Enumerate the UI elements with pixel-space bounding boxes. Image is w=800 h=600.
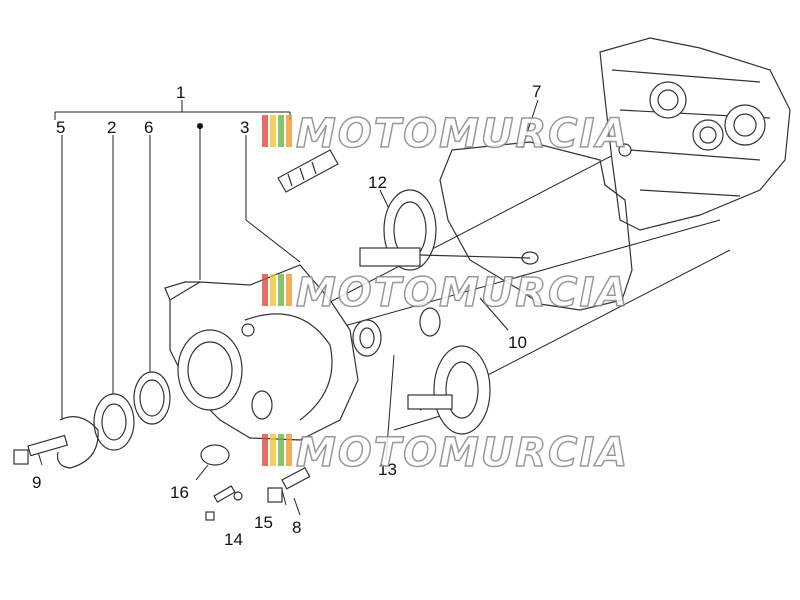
watermark-text: MOTOMURCIA xyxy=(296,111,629,157)
watermark-stripe xyxy=(270,274,276,306)
small-shaft xyxy=(277,149,339,193)
gear-12 xyxy=(359,189,539,271)
watermark-stripe xyxy=(262,434,268,466)
cap-16 xyxy=(200,444,230,466)
gear-13 xyxy=(407,345,491,435)
watermark-stripe xyxy=(262,274,268,306)
bolt-9 xyxy=(13,434,69,465)
bolt-14 xyxy=(205,485,236,521)
watermark-stripe xyxy=(270,434,276,466)
watermark-stripe xyxy=(278,434,284,466)
label-12: 12 xyxy=(368,173,387,192)
label-1: 1 xyxy=(176,83,185,102)
gasket xyxy=(439,141,633,311)
watermark-logo: MOTOMURCIA xyxy=(262,110,629,158)
watermark-stripe xyxy=(286,434,292,466)
bolt-8 xyxy=(267,466,311,503)
watermark-stripe xyxy=(270,115,276,147)
seal-rings xyxy=(56,371,171,469)
washer-15 xyxy=(233,491,243,501)
label-7: 7 xyxy=(532,82,541,101)
label-13: 13 xyxy=(378,460,397,479)
bearing-center xyxy=(352,307,441,357)
gearbox-cover xyxy=(599,37,791,231)
watermark-stripe xyxy=(262,115,268,147)
label-14: 14 xyxy=(224,530,243,549)
label-15: 15 xyxy=(254,513,273,532)
part-labels: 1 5 2 6 3 7 12 10 13 9 16 15 14 8 xyxy=(32,82,541,549)
item-1-bracket xyxy=(54,100,291,120)
label-3: 3 xyxy=(240,118,249,137)
watermark-layer: MOTOMURCIA MOTOMURCIA MOTOMURCIA xyxy=(262,110,629,477)
label-10: 10 xyxy=(508,333,527,352)
watermark-stripe xyxy=(286,274,292,306)
watermark-stripe xyxy=(278,115,284,147)
watermark-logo: MOTOMURCIA xyxy=(262,429,629,477)
label-2: 2 xyxy=(107,118,116,137)
label-8: 8 xyxy=(292,518,301,537)
label-6: 6 xyxy=(144,118,153,137)
watermark-stripe xyxy=(286,115,292,147)
label-9: 9 xyxy=(32,473,41,492)
watermark-text: MOTOMURCIA xyxy=(296,270,629,316)
watermark-stripe xyxy=(278,274,284,306)
label-5: 5 xyxy=(56,118,65,137)
main-housing xyxy=(164,264,359,441)
label-16: 16 xyxy=(170,483,189,502)
watermark-logo: MOTOMURCIA xyxy=(262,269,629,317)
watermark-text: MOTOMURCIA xyxy=(296,430,629,476)
